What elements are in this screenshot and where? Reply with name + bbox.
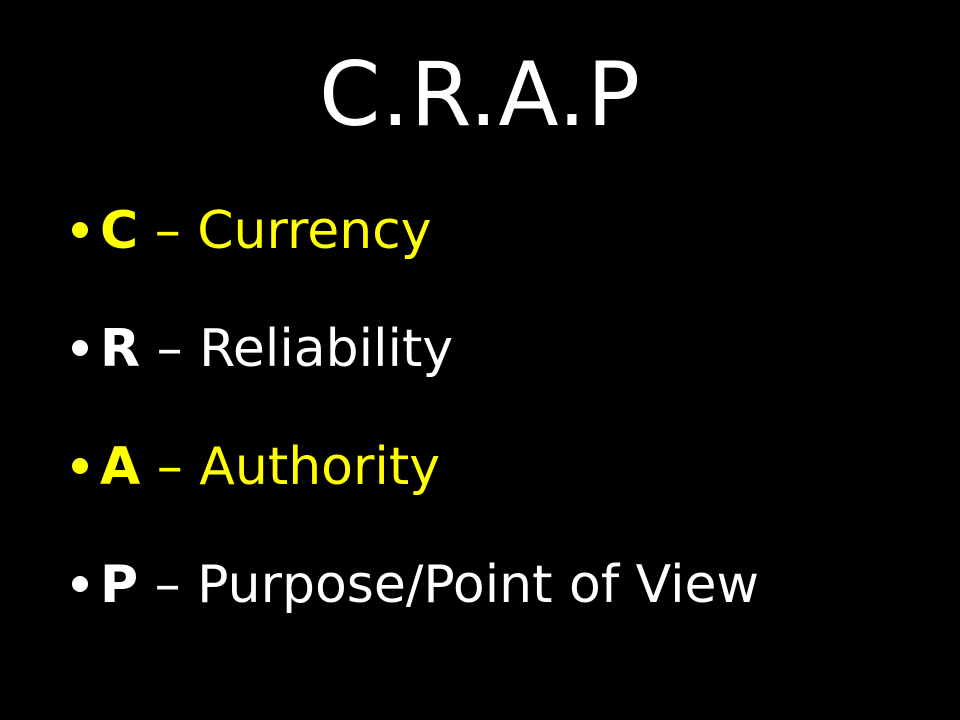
bullet-letter: A [100,437,141,497]
bullet-item-authority: A – Authority [70,424,950,542]
bullet-item-currency: C – Currency [70,188,950,306]
bullet-list: C – Currency R – Reliability A – Authori… [70,188,950,660]
bullet-item-purpose: P – Purpose/Point of View [70,542,950,660]
bullet-letter: R [100,319,141,379]
bullet-item-reliability: R – Reliability [70,306,950,424]
bullet-text: – Authority [140,437,440,497]
bullet-dot-icon [72,222,88,238]
bullet-text: – Reliability [140,319,454,379]
bullet-letter: C [100,201,139,261]
slide-title: C.R.A.P [318,43,642,146]
bullet-letter: P [100,555,139,615]
bullet-dot-icon [72,458,88,474]
bullet-dot-icon [72,576,88,592]
bullet-text: – Currency [138,201,432,261]
bullet-text: – Purpose/Point of View [138,555,760,615]
bullet-dot-icon [72,340,88,356]
